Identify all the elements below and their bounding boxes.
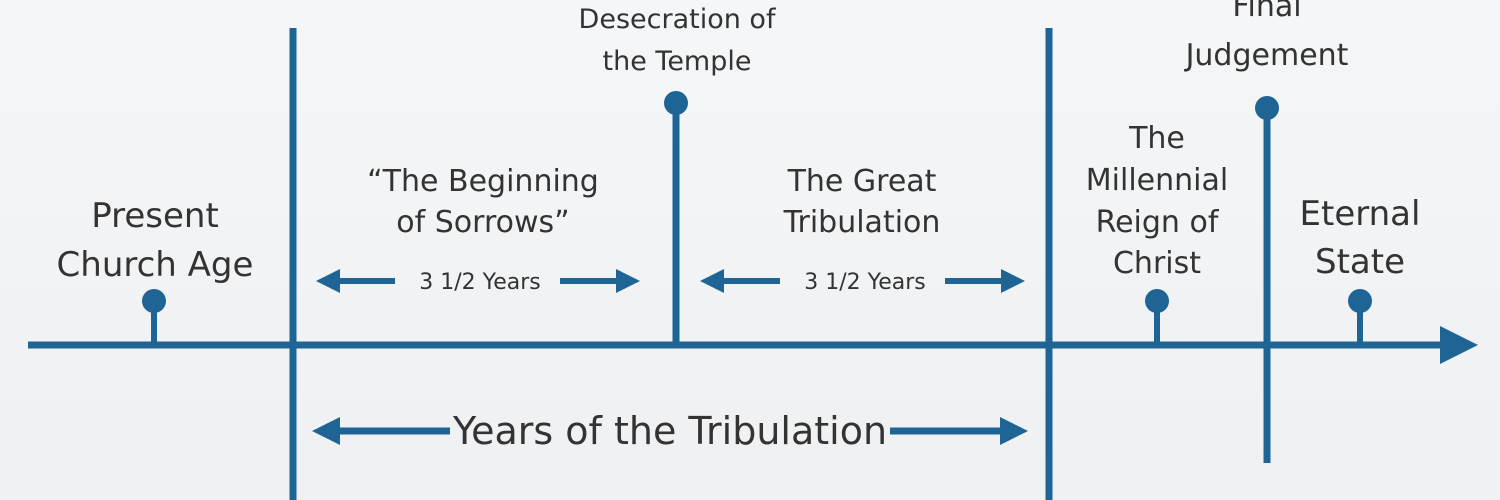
millennial-reign-label-line2: Millennial xyxy=(1086,163,1228,198)
beginning-of-sorrows-label-line1: “The Beginning xyxy=(367,164,599,199)
desecration-label-line1: Desecration of xyxy=(579,4,777,35)
final-judgement-label-line1: Final xyxy=(1232,0,1301,24)
eternal-state-label-line2: State xyxy=(1315,242,1405,282)
present-church-age-label-line2: Church Age xyxy=(57,245,254,285)
first-half-duration-label: 3 1/2 Years xyxy=(419,270,540,295)
timeline-arrowhead-icon xyxy=(1440,326,1478,364)
millennial-reign-label-line3: Reign of xyxy=(1096,205,1220,240)
present-church-age-label-line1: Present xyxy=(91,196,219,236)
desecration-label-line2: the Temple xyxy=(603,46,752,77)
present-church-age-pin xyxy=(142,289,166,313)
millennial-reign-pin xyxy=(1145,289,1169,313)
great-tribulation-label-line1: The Great xyxy=(787,164,937,199)
eternal-state-label-line1: Eternal xyxy=(1300,194,1421,234)
final-judgement-label-line2: Judgement xyxy=(1184,38,1349,73)
eternal-state-pin xyxy=(1348,289,1372,313)
millennial-reign-label-line4: Christ xyxy=(1113,246,1201,281)
beginning-of-sorrows-label-line2: of Sorrows” xyxy=(396,205,569,240)
great-tribulation-label-line2: Tribulation xyxy=(783,205,941,240)
second-half-duration-label: 3 1/2 Years xyxy=(804,270,925,295)
years-of-tribulation-label: Years of the Tribulation xyxy=(452,409,887,453)
millennial-reign-label-line1: The xyxy=(1128,121,1185,156)
final-judgement-pin xyxy=(1255,96,1279,120)
desecration-pin xyxy=(664,91,688,115)
